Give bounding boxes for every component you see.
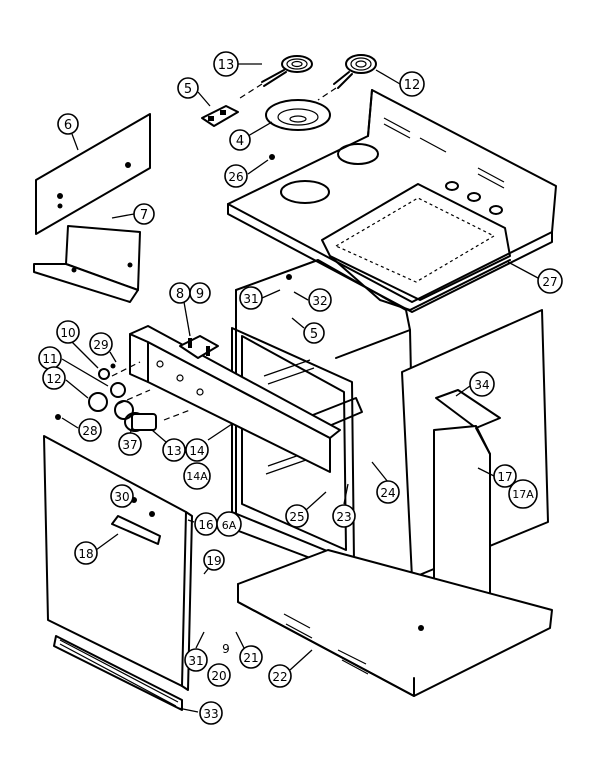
callout-24-label: 24 xyxy=(380,486,395,500)
callout-25-label: 25 xyxy=(289,510,304,524)
callout-7-label: 7 xyxy=(140,208,148,223)
callout-5-top-label: 5 xyxy=(184,82,192,97)
callout-28: 28 xyxy=(61,417,102,442)
callout-4: 4 xyxy=(229,121,273,151)
drawing xyxy=(33,54,557,711)
callout-5-top: 5 xyxy=(177,77,211,107)
callout-7: 7 xyxy=(111,203,155,225)
callout-29-label: 29 xyxy=(93,338,108,352)
callout-31-top-label: 31 xyxy=(243,292,258,306)
callout-12: 12 xyxy=(375,69,425,97)
callout-23: 23 xyxy=(332,483,356,528)
callout-12-knob-label: 12 xyxy=(46,372,61,386)
callout-30: 30 xyxy=(110,484,134,508)
control-panel-bar xyxy=(129,325,341,473)
callout-34-label: 34 xyxy=(474,378,489,392)
callout-9-top-label: 9 xyxy=(196,287,204,302)
callout-10: 10 xyxy=(56,320,99,369)
callout-21: 21 xyxy=(235,631,263,669)
callout-13-bezel-label: 13 xyxy=(166,444,181,458)
callout-13-bezel: 13 xyxy=(151,429,186,462)
knob-parts xyxy=(88,368,157,432)
callout-34: 34 xyxy=(455,371,495,397)
callout-17: 17 xyxy=(477,464,517,488)
callout-6-label: 6 xyxy=(64,118,72,133)
callout-27-label: 27 xyxy=(542,275,557,289)
callout-28-label: 28 xyxy=(82,424,97,438)
surface-element-large xyxy=(261,55,313,87)
callout-37-label: 37 xyxy=(122,438,137,452)
callout-4-label: 4 xyxy=(236,134,244,149)
door-panel xyxy=(43,435,193,691)
side-panel xyxy=(401,309,549,635)
callout-8: 8 xyxy=(169,282,191,337)
element-receptacle xyxy=(201,105,239,127)
callout-6a: 6A xyxy=(216,511,242,537)
callout-37: 37 xyxy=(118,427,142,456)
callout-9-top: 9 xyxy=(189,282,211,304)
callout-13: 13 xyxy=(213,51,262,77)
callout-33: 33 xyxy=(177,701,223,725)
callout-30-label: 30 xyxy=(114,490,129,504)
callout-27: 27 xyxy=(507,261,563,294)
callout-17a-label: 17A xyxy=(512,488,534,501)
drip-bowl xyxy=(265,99,331,131)
cooktop-sink-top xyxy=(227,89,557,313)
callout-18: 18 xyxy=(74,533,119,565)
callout-17a: 17A xyxy=(508,479,538,509)
callout-32: 32 xyxy=(293,288,332,312)
switch-assembly xyxy=(179,335,219,359)
callout-16: 16 xyxy=(187,512,218,536)
callout-18-label: 18 xyxy=(78,547,93,561)
callout-16-label: 16 xyxy=(198,518,213,532)
callout-8-label: 8 xyxy=(176,287,184,302)
callout-5-mid: 5 xyxy=(291,317,325,344)
callout-12-knob: 12 xyxy=(42,366,89,399)
callout-9-bottom-label: 9 xyxy=(222,642,230,656)
back-panel xyxy=(35,113,151,235)
callout-22-label: 22 xyxy=(272,670,287,684)
kick-strip xyxy=(53,635,183,711)
callout-25: 25 xyxy=(285,491,327,528)
callout-14: 14 xyxy=(185,423,233,462)
callout-23-label: 23 xyxy=(336,510,351,524)
callout-22: 22 xyxy=(268,649,313,688)
callout-20-label: 20 xyxy=(211,669,226,683)
callout-19: 19 xyxy=(203,549,225,575)
callout-26-label: 26 xyxy=(228,170,243,184)
callout-21-label: 21 xyxy=(243,651,258,665)
callout-10-label: 10 xyxy=(60,326,75,340)
callout-20: 20 xyxy=(207,663,231,687)
callout-31-bottom-label: 31 xyxy=(188,654,203,668)
callout-6: 6 xyxy=(57,113,79,151)
callout-24: 24 xyxy=(371,461,400,504)
callout-17-label: 17 xyxy=(497,470,512,484)
callout-26: 26 xyxy=(224,159,269,188)
callout-9-bottom: 9 xyxy=(222,642,230,656)
callout-14a: 14A xyxy=(183,462,211,490)
callout-31-top: 31 xyxy=(239,286,281,310)
callout-13-label: 13 xyxy=(218,58,235,73)
callout-19-label: 19 xyxy=(206,554,221,568)
support-bracket xyxy=(33,225,141,303)
base-frame xyxy=(237,549,553,697)
callout-33-label: 33 xyxy=(203,707,218,721)
callout-5-mid-label: 5 xyxy=(310,327,318,342)
callout-14a-label: 14A xyxy=(186,470,208,483)
callout-14-label: 14 xyxy=(189,444,204,458)
callout-11-label: 11 xyxy=(42,352,57,366)
callout-32-label: 32 xyxy=(312,294,327,308)
callout-12-label: 12 xyxy=(404,78,421,93)
callout-6a-label: 6A xyxy=(222,519,237,532)
surface-element-small xyxy=(333,54,377,89)
callout-29: 29 xyxy=(89,332,117,363)
callout-11: 11 xyxy=(38,346,109,387)
callout-31-bottom: 31 xyxy=(184,631,208,672)
